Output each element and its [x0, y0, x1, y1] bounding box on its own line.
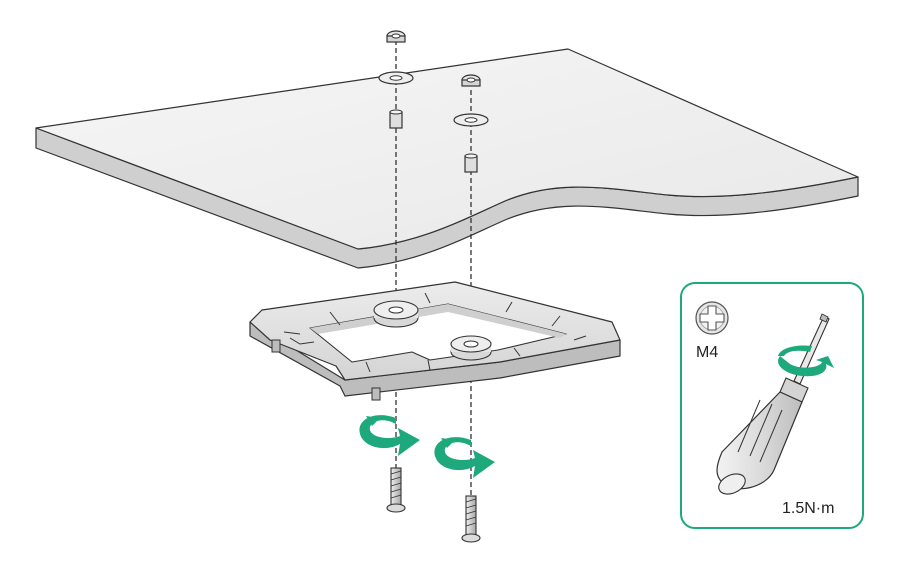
screw-icon — [461, 495, 481, 543]
screw-icon — [386, 467, 406, 513]
nut-icon — [461, 74, 481, 87]
rotate-arrow-icon — [778, 345, 834, 377]
mounting-surface — [35, 48, 859, 269]
torque-label: 1.5N·m — [782, 500, 835, 517]
washer-icon — [453, 113, 489, 127]
spacer-icon — [464, 153, 478, 173]
surface-top — [35, 48, 859, 250]
rotate-arrow-icon — [434, 437, 495, 478]
rotate-arrow-icon — [359, 415, 420, 456]
screwdriver-icon — [716, 313, 834, 495]
mounting-bracket — [249, 281, 621, 401]
phillips-screw-head-icon — [695, 301, 729, 335]
tool-spec-inset — [680, 282, 864, 529]
nut-icon — [386, 30, 406, 43]
washer-icon — [378, 71, 414, 85]
screw-size-label: M4 — [696, 344, 719, 361]
spacer-icon — [389, 109, 403, 129]
bracket-mount-boss — [373, 300, 419, 328]
bracket-mount-boss — [450, 335, 492, 361]
